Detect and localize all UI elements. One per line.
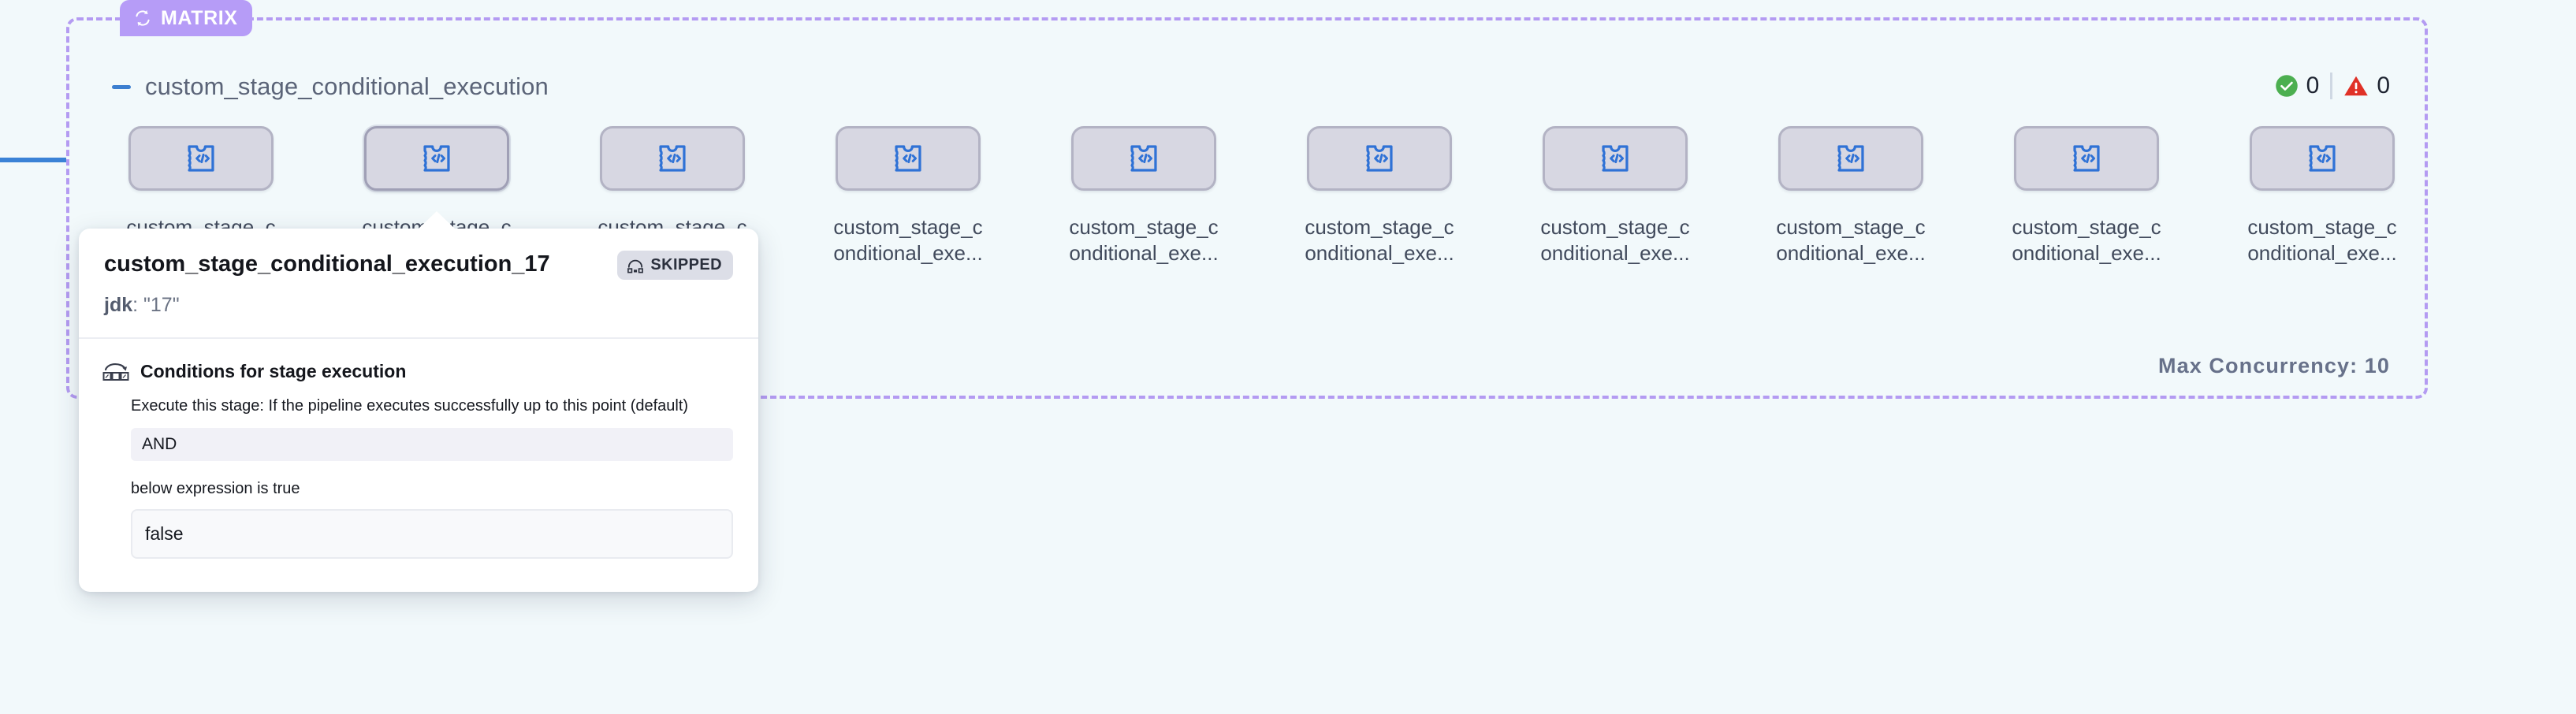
custom-stage-code-icon xyxy=(895,145,921,172)
warning-count: 0 xyxy=(2377,73,2390,99)
stage-node[interactable]: custom_stage_conditional_exe... xyxy=(817,126,999,266)
conditional-execution-icon xyxy=(102,363,129,381)
custom-stage-code-icon xyxy=(2073,145,2100,172)
popover-body: Conditions for stage execution Execute t… xyxy=(79,339,758,592)
counter-divider xyxy=(2330,73,2333,99)
custom-stage-code-icon xyxy=(1366,145,1393,172)
stage-node-label: custom_stage_conditional_exe... xyxy=(1540,215,1690,265)
custom-stage-code-icon xyxy=(1602,145,1629,172)
stage-node-box[interactable] xyxy=(836,126,981,191)
stage-node-label: custom_stage_conditional_exe... xyxy=(2012,215,2161,265)
stage-node-box[interactable] xyxy=(2014,126,2159,191)
status-badge: SKIPPED xyxy=(617,251,733,280)
skip-icon xyxy=(627,259,644,273)
incoming-edge-line xyxy=(0,158,73,162)
popover-arrow xyxy=(418,211,456,229)
stage-node-label: custom_stage_conditional_exe... xyxy=(1776,215,1926,265)
custom-stage-code-icon xyxy=(423,145,450,172)
warning-triangle-icon xyxy=(2344,76,2369,96)
popover-title: custom_stage_conditional_execution_17 xyxy=(104,251,550,277)
stage-node[interactable]: custom_stage_conditional_exe... xyxy=(2232,126,2413,266)
stage-node-box[interactable] xyxy=(1071,126,1216,191)
conditions-section-title: Conditions for stage execution xyxy=(140,360,407,381)
stage-details-popover: custom_stage_conditional_execution_17 SK… xyxy=(79,211,758,592)
stage-node[interactable]: custom_stage_conditional_exe... xyxy=(1996,126,2177,266)
stage-node-box[interactable] xyxy=(1543,126,1688,191)
success-count: 0 xyxy=(2306,73,2320,99)
custom-stage-code-icon xyxy=(188,145,214,172)
minus-icon[interactable] xyxy=(107,73,136,101)
page-title: custom_stage_conditional_execution xyxy=(145,73,549,100)
matrix-axis-key: jdk xyxy=(104,294,133,316)
stage-node-box[interactable] xyxy=(364,126,509,191)
stage-node-box[interactable] xyxy=(1307,126,1452,191)
matrix-axis-value: jdk: "17" xyxy=(104,294,180,316)
expression-note: below expression is true xyxy=(131,480,300,497)
stage-node-box[interactable] xyxy=(128,126,274,191)
custom-stage-code-icon xyxy=(659,145,686,172)
stage-node[interactable]: custom_stage_conditional_exe... xyxy=(1053,126,1234,266)
conditions-description: Execute this stage: If the pipeline exec… xyxy=(131,397,689,415)
stage-node-label: custom_stage_conditional_exe... xyxy=(1069,215,1219,265)
condition-operator: AND xyxy=(131,428,733,461)
stage-node[interactable]: custom_stage_conditional_exe... xyxy=(1524,126,1706,266)
status-badge-label: SKIPPED xyxy=(650,256,722,273)
status-counters: 0 0 xyxy=(2275,73,2390,99)
stage-node[interactable]: custom_stage_conditional_exe... xyxy=(1760,126,1941,266)
stage-node-label: custom_stage_conditional_exe... xyxy=(1305,215,1454,265)
popover-header: custom_stage_conditional_execution_17 SK… xyxy=(79,229,758,339)
check-circle-icon xyxy=(2275,75,2298,97)
max-concurrency-label: Max Concurrency: 10 xyxy=(2158,354,2390,377)
custom-stage-code-icon xyxy=(2309,145,2336,172)
stage-node-box[interactable] xyxy=(600,126,745,191)
loop-icon xyxy=(136,9,150,27)
matrix-axis-val: "17" xyxy=(143,294,180,316)
custom-stage-code-icon xyxy=(1837,145,1864,172)
expression-value-field: false xyxy=(131,509,733,559)
matrix-badge: MATRIX xyxy=(120,0,252,36)
custom-stage-code-icon xyxy=(1130,145,1157,172)
matrix-group-header: custom_stage_conditional_execution xyxy=(107,69,2393,104)
conditions-section-header: Conditions for stage execution xyxy=(102,359,733,383)
warning-counter: 0 xyxy=(2343,73,2390,99)
stage-node-box[interactable] xyxy=(1778,126,1923,191)
stage-node-label: custom_stage_conditional_exe... xyxy=(2247,215,2397,265)
matrix-badge-label: MATRIX xyxy=(161,6,238,29)
stage-node-box[interactable] xyxy=(2250,126,2395,191)
stage-node-label: custom_stage_conditional_exe... xyxy=(833,215,983,265)
success-counter: 0 xyxy=(2275,73,2320,99)
stage-node[interactable]: custom_stage_conditional_exe... xyxy=(1289,126,1470,266)
